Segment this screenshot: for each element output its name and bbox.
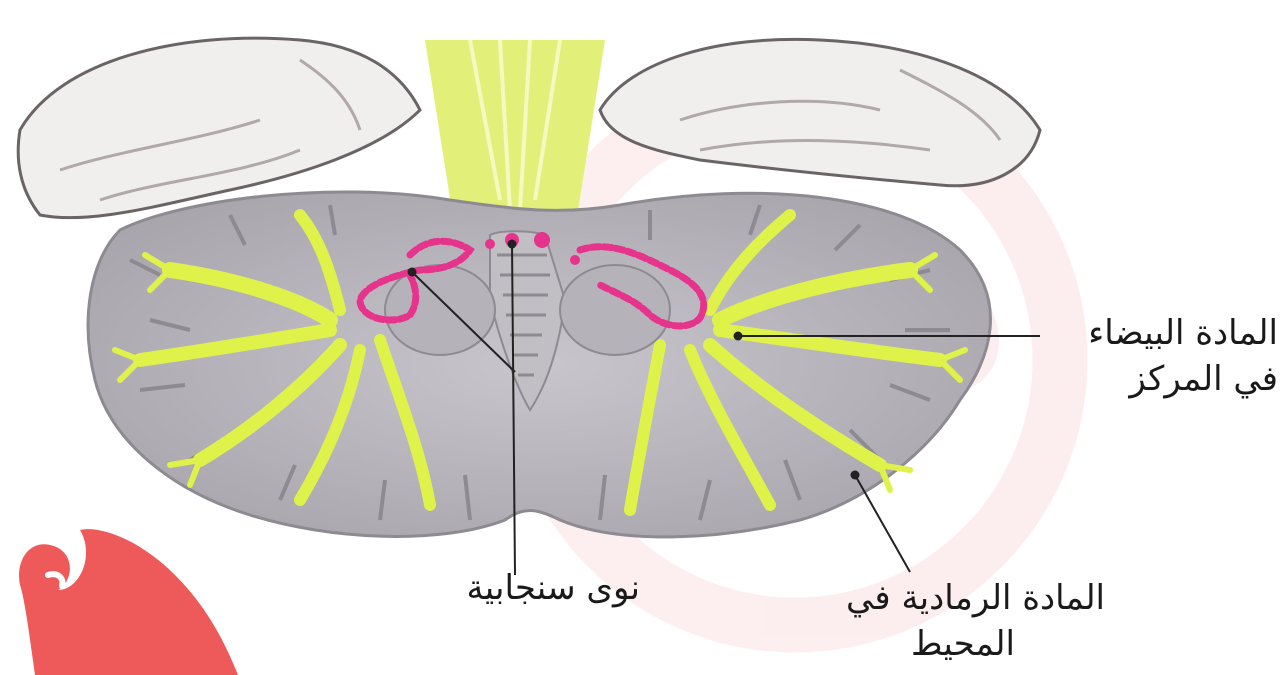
leader-line-gray-matter [855, 475, 910, 572]
label-line: المادة الرمادية في [760, 575, 1105, 621]
label-line: المحيط [760, 621, 1015, 667]
label-white-matter-center: المادة البيضاء في المركز [1020, 310, 1278, 402]
label-line: المادة البيضاء [1020, 310, 1278, 356]
watermark-wave [19, 529, 238, 675]
label-gray-nuclei: نوى سنجابية [380, 565, 640, 611]
label-line: في المركز [1020, 356, 1278, 402]
label-gray-matter-periphery: المادة الرمادية في المحيط [760, 575, 1105, 667]
label-line: نوى سنجابية [380, 565, 640, 611]
